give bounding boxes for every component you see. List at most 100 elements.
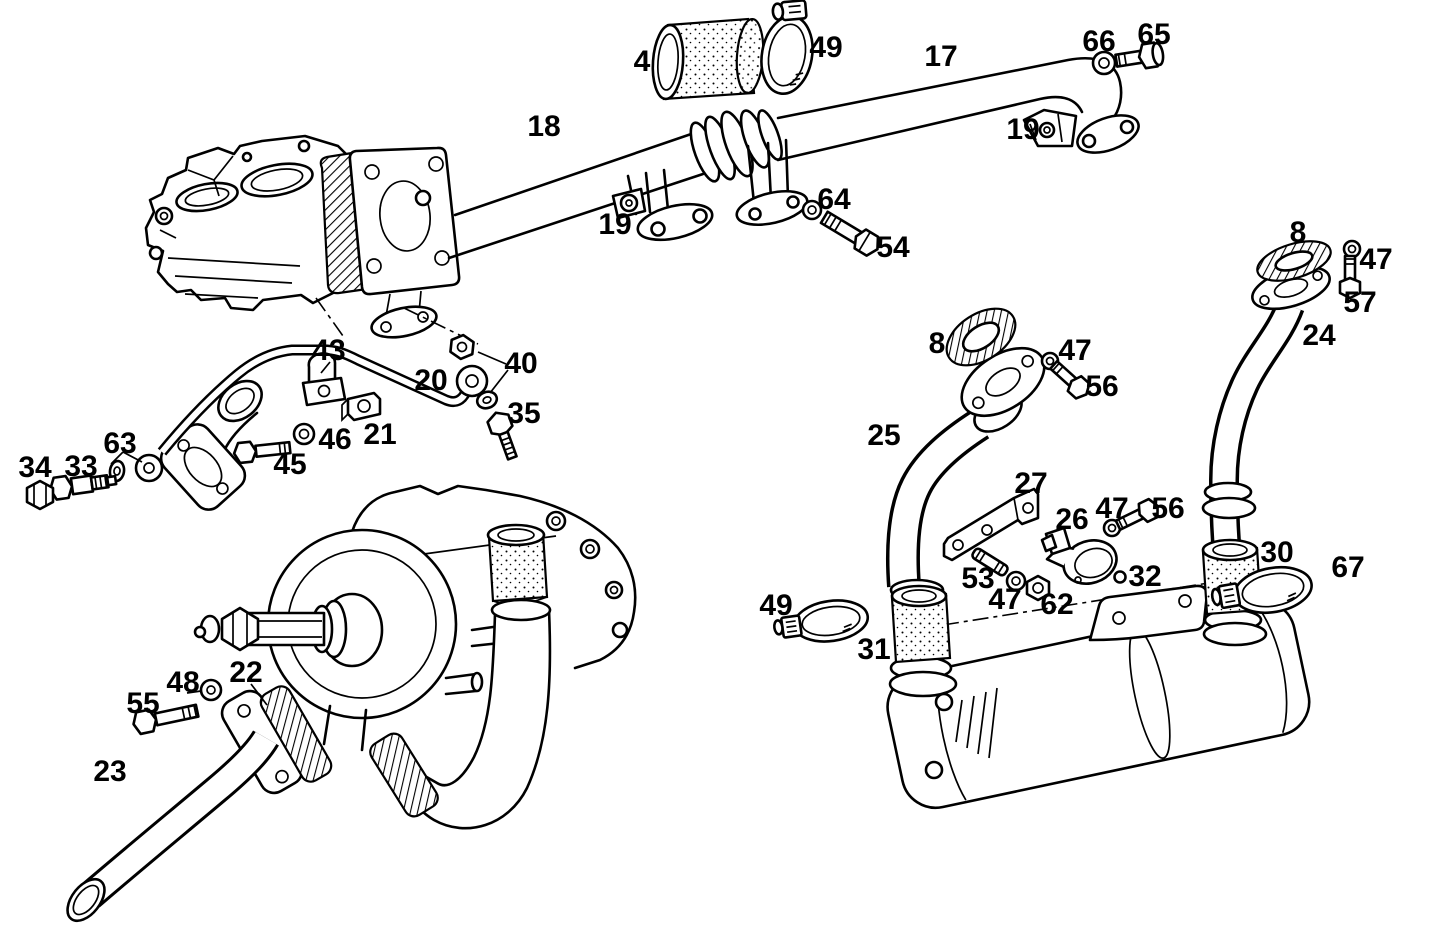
label-57: 57 [1343,286,1376,319]
label-65: 65 [1137,18,1170,51]
support-bracket-mid-2 [735,138,809,227]
hose-sleeve-4 [651,17,765,101]
label-21: 21 [363,418,396,451]
breather-pipe-20 [25,333,518,511]
label-47-stud: 47 [988,583,1021,616]
nut-40 [449,333,475,361]
washer-66 [1091,50,1117,76]
hose-clamp-67 [1210,566,1313,614]
pump-hose-sleeve [486,523,549,606]
bracket-21 [341,391,382,423]
label-32: 32 [1128,560,1161,593]
label-48: 48 [166,666,199,699]
callout-labels: 4 49 17 66 65 19 18 19 64 54 8 47 57 24 … [18,18,1392,788]
exhaust-clamp-26 [1040,526,1118,585]
washer-48 [199,678,223,702]
label-56-clamp: 56 [1151,492,1184,525]
label-47-mid: 47 [1058,334,1091,367]
flange-25 [960,346,1046,418]
bolt-45 [232,440,292,465]
washer-64 [801,199,823,221]
hose-clamp-49-top [760,0,814,95]
bolt-54 [819,210,880,257]
end-cap-ribs [955,687,998,759]
gasket-8-mid [945,307,1017,367]
label-30: 30 [1260,536,1293,569]
label-26: 26 [1055,503,1088,536]
washer-47-stud [1005,570,1027,592]
mounting-plate [1088,584,1209,642]
upper-water-pipe [414,56,1140,260]
label-34: 34 [18,451,52,484]
washer-46 [292,422,316,446]
bolt-65 [1114,41,1165,70]
label-27: 27 [1014,467,1047,500]
label-53: 53 [961,562,994,595]
pipe-clamp-43 [301,352,347,407]
label-18: 18 [527,110,560,143]
bolt-57 [1338,254,1362,300]
clip-32 [1113,570,1127,584]
sleeve-30 [1201,481,1263,616]
banjo-union-40 [455,364,489,398]
bolt-56-clamp [1114,497,1159,531]
label-46: 46 [318,423,351,456]
label-45: 45 [273,448,306,481]
sleeve-31 [890,584,952,664]
gasket-8-right [1256,240,1332,282]
bolt-56-flange [1049,359,1091,400]
label-43: 43 [312,334,345,367]
drain-stub-2 [924,760,944,780]
label-40: 40 [504,347,537,380]
label-19-mid: 19 [598,208,631,241]
label-8-mid: 8 [929,327,946,360]
label-64: 64 [817,183,851,216]
hose-clamp-49-bottom [772,599,870,643]
label-31: 31 [857,633,890,666]
label-49-bottom: 49 [759,589,792,622]
leader-lines-48-22 [186,683,268,706]
label-22: 22 [229,656,262,689]
label-20: 20 [414,364,447,397]
label-33: 33 [64,450,97,483]
label-35: 35 [507,397,540,430]
exhaust-pipe-25 [885,307,1046,602]
label-17: 17 [924,40,957,73]
bolt-35 [486,411,518,461]
bracket-27 [942,487,1040,562]
label-49-top: 49 [809,31,842,64]
nut-62 [1025,574,1051,602]
stud-53 [971,547,1009,577]
cap-nut-34 [25,479,55,511]
label-19-right: 19 [1006,113,1039,146]
label-55: 55 [126,687,159,720]
gasket-22 [259,685,333,783]
label-63: 63 [103,427,136,460]
label-25: 25 [867,419,900,452]
drain-stub-1 [934,692,954,712]
label-56-mid: 56 [1085,370,1118,403]
label-24: 24 [1302,319,1336,352]
washer-40 [475,390,499,410]
bolt-55 [132,703,200,736]
water-outlet-housing [144,134,461,339]
water-pipe-23 [66,730,279,923]
muffler-body [886,584,1311,810]
label-8-right: 8 [1290,216,1307,249]
label-47-clamp: 47 [1095,492,1128,525]
pump-shaft-nut [220,606,260,652]
water-pump [193,484,637,830]
washer-47-right [1342,239,1362,259]
label-4: 4 [634,45,651,78]
label-54: 54 [876,231,910,264]
bolt-33 [48,474,118,501]
label-62: 62 [1040,588,1073,621]
support-bracket-19-mid [611,168,714,242]
label-47-right: 47 [1359,243,1392,276]
pipe-flange-plate [348,146,461,296]
banjo-eye-63 [134,453,164,483]
label-23: 23 [93,755,126,788]
hose-gasket [369,732,439,818]
